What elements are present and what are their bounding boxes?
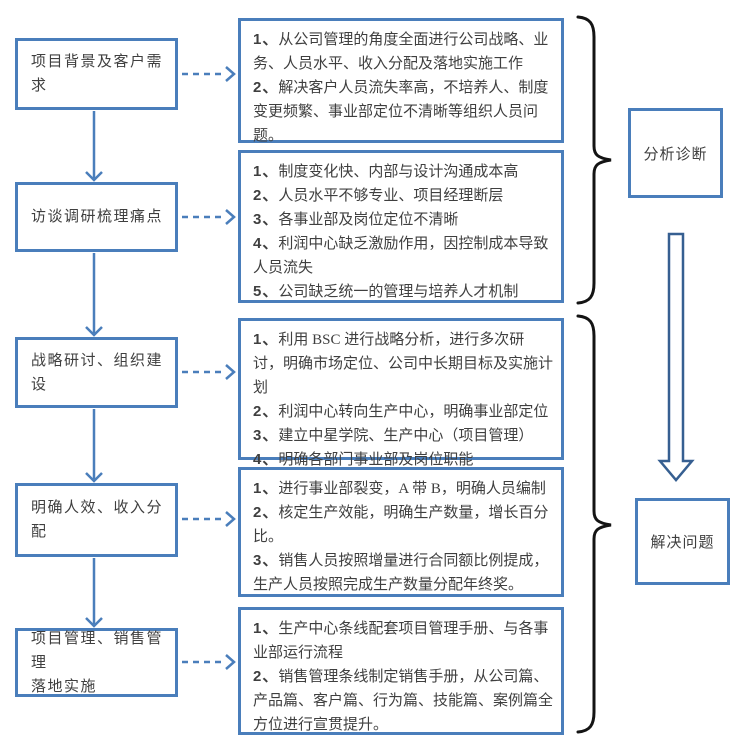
item-number: 2、 xyxy=(253,668,279,685)
dashed-connector-2 xyxy=(182,209,236,225)
detail-item: 2、销售管理条线制定销售手册，从公司篇、产品篇、客户篇、行为篇、技能篇、案例篇全… xyxy=(253,665,553,737)
item-number: 3、 xyxy=(253,552,279,569)
stage-label-4: 明确人效、收入分配 xyxy=(31,500,164,540)
item-number: 1、 xyxy=(253,163,279,180)
item-text: 生产中心条线配套项目管理手册、与各事业部运行流程 xyxy=(253,621,549,661)
stage-box-4: 明确人效、收入分配 xyxy=(15,483,178,557)
phase-label-analysis: 分析诊断 xyxy=(643,146,708,163)
phase-box-analysis: 分析诊断 xyxy=(628,108,723,198)
dashed-connector-3 xyxy=(182,364,236,380)
solution-brace xyxy=(576,314,612,734)
detail-item: 3、各事业部及岗位定位不清晰 xyxy=(253,208,553,232)
detail-item: 1、进行事业部裂变，A 带 B，明确人员编制 xyxy=(253,477,553,501)
item-text: 从公司管理的角度全面进行公司战略、业务、人员水平、收入分配及落地实施工作 xyxy=(253,32,549,72)
item-number: 1、 xyxy=(253,620,279,637)
detail-box-3: 1、利用 BSC 进行战略分析，进行多次研讨，明确市场定位、公司中长期目标及实施… xyxy=(238,318,564,468)
phase-transition-arrow xyxy=(657,232,695,482)
stage-box-2: 访谈调研梳理痛点 xyxy=(15,182,178,252)
detail-item: 3、建立中星学院、生产中心（项目管理） xyxy=(253,424,553,448)
dashed-connector-4 xyxy=(182,511,236,527)
stage-connector-arrow-4 xyxy=(85,558,103,628)
item-text: 明确各部门事业部及岗位职能 xyxy=(278,452,474,468)
stage-connector-arrow-1 xyxy=(85,111,103,182)
stage-label-1: 项目背景及客户需 求 xyxy=(31,54,164,94)
detail-box-1: 1、从公司管理的角度全面进行公司战略、业务、人员水平、收入分配及落地实施工作 2… xyxy=(238,18,564,144)
stage-label-5: 项目管理、销售管理 落地实施 xyxy=(31,630,164,695)
item-text: 公司缺乏统一的管理与培养人才机制 xyxy=(278,284,519,300)
item-number: 3、 xyxy=(253,427,279,444)
item-text: 人员水平不够专业、项目经理断层 xyxy=(278,188,504,204)
item-number: 2、 xyxy=(253,403,279,420)
detail-item: 3、销售人员按照增量进行合同额比例提成，生产人员按照完成生产数量分配年终奖。 xyxy=(253,549,553,597)
phase-box-solution: 解决问题 xyxy=(635,498,730,585)
item-text: 进行事业部裂变，A 带 B，明确人员编制 xyxy=(278,481,546,497)
detail-item: 2、核定生产效能，明确生产数量，增长百分比。 xyxy=(253,501,553,549)
detail-item: 2、利润中心转向生产中心，明确事业部定位 xyxy=(253,400,553,424)
detail-item: 1、利用 BSC 进行战略分析，进行多次研讨，明确市场定位、公司中长期目标及实施… xyxy=(253,328,553,400)
item-text: 解决客户人员流失率高，不培养人、制度变更频繁、事业部定位不清晰等组织人员问题。 xyxy=(253,80,549,144)
detail-box-4: 1、进行事业部裂变，A 带 B，明确人员编制 2、核定生产效能，明确生产数量，增… xyxy=(238,467,564,597)
detail-item: 1、从公司管理的角度全面进行公司战略、业务、人员水平、收入分配及落地实施工作 xyxy=(253,28,553,76)
dashed-connector-5 xyxy=(182,654,236,670)
item-text: 销售管理条线制定销售手册，从公司篇、产品篇、客户篇、行为篇、技能篇、案例篇全方位… xyxy=(253,669,554,733)
stage-box-5: 项目管理、销售管理 落地实施 xyxy=(15,628,178,697)
item-number: 2、 xyxy=(253,79,279,96)
item-text: 销售人员按照增量进行合同额比例提成，生产人员按照完成生产数量分配年终奖。 xyxy=(253,553,549,593)
stage-label-3: 战略研讨、组织建设 xyxy=(31,352,164,393)
stage-connector-arrow-2 xyxy=(85,253,103,337)
detail-item: 2、解决客户人员流失率高，不培养人、制度变更频繁、事业部定位不清晰等组织人员问题… xyxy=(253,76,553,148)
stage-box-3: 战略研讨、组织建设 xyxy=(15,337,178,408)
dashed-connector-1 xyxy=(182,66,236,82)
item-number: 2、 xyxy=(253,187,279,204)
phase-label-solution: 解决问题 xyxy=(650,535,715,551)
item-number: 3、 xyxy=(253,211,279,228)
item-number: 4、 xyxy=(253,451,279,468)
stage-label-2: 访谈调研梳理痛点 xyxy=(31,209,164,225)
item-number: 1、 xyxy=(253,31,279,48)
stage-box-1: 项目背景及客户需 求 xyxy=(15,38,178,110)
item-number: 4、 xyxy=(253,235,279,252)
item-text: 制度变化快、内部与设计沟通成本高 xyxy=(278,164,519,180)
item-text: 建立中星学院、生产中心（项目管理） xyxy=(278,428,534,444)
item-number: 1、 xyxy=(253,331,279,348)
detail-item: 4、利润中心缺乏激励作用，因控制成本导致人员流失 xyxy=(253,232,553,280)
item-text: 核定生产效能，明确生产数量，增长百分比。 xyxy=(253,505,549,545)
detail-box-2: 1、制度变化快、内部与设计沟通成本高 2、人员水平不够专业、项目经理断层 3、各… xyxy=(238,150,564,303)
detail-item: 2、人员水平不够专业、项目经理断层 xyxy=(253,184,553,208)
detail-item: 1、制度变化快、内部与设计沟通成本高 xyxy=(253,160,553,184)
item-number: 2、 xyxy=(253,504,279,521)
item-text: 各事业部及岗位定位不清晰 xyxy=(278,212,459,228)
item-text: 利润中心缺乏激励作用，因控制成本导致人员流失 xyxy=(253,236,549,276)
detail-item: 4、明确各部门事业部及岗位职能 xyxy=(253,448,553,472)
detail-item: 1、生产中心条线配套项目管理手册、与各事业部运行流程 xyxy=(253,617,553,665)
detail-box-5: 1、生产中心条线配套项目管理手册、与各事业部运行流程 2、销售管理条线制定销售手… xyxy=(238,607,564,735)
item-text: 利用 BSC 进行战略分析，进行多次研讨，明确市场定位、公司中长期目标及实施计划 xyxy=(253,332,554,396)
item-number: 1、 xyxy=(253,480,279,497)
item-number: 5、 xyxy=(253,283,279,300)
detail-item: 5、公司缺乏统一的管理与培养人才机制 xyxy=(253,280,553,304)
stage-connector-arrow-3 xyxy=(85,409,103,483)
item-text: 利润中心转向生产中心，明确事业部定位 xyxy=(278,404,549,420)
analysis-brace xyxy=(576,15,612,305)
